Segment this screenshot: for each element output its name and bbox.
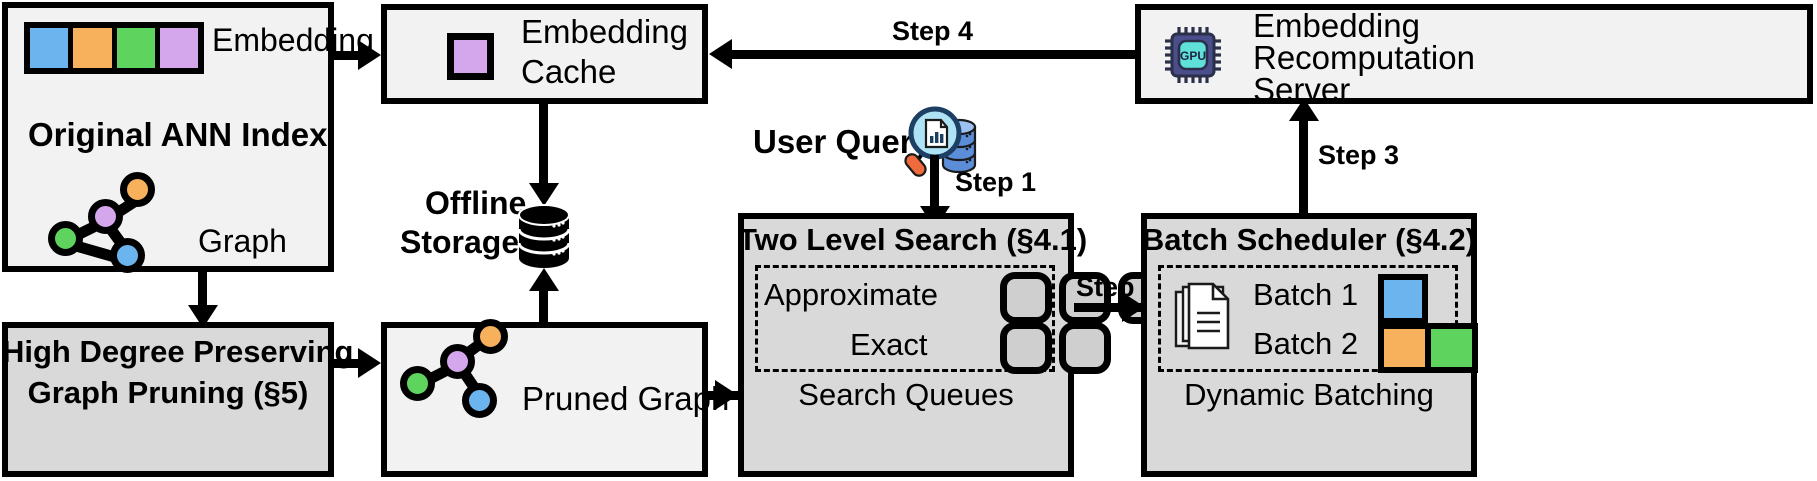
arrow-index-to-cache-line [334, 51, 366, 60]
two-level-search-title: Two Level Search (§4.1) [738, 222, 1088, 257]
arrow-cache-to-storage-head [529, 183, 559, 206]
search-row-label-approximate: Approximate [764, 277, 939, 312]
arrow-pruning-to-pruned-line [334, 359, 366, 368]
batch-swatch-orange [1378, 323, 1428, 373]
graph-pruning-title-line2: Graph Pruning (§5) [27, 375, 309, 410]
graph-node-orange [120, 172, 155, 207]
pruned-graph-box [381, 322, 708, 477]
search-row-cells-exact [1000, 322, 1111, 374]
embedding-swatch-orange [73, 28, 117, 68]
arrow-step4-head [709, 39, 732, 69]
original-ann-index-title: Original ANN Index [28, 116, 328, 153]
step4-label: Step 4 [892, 16, 974, 46]
graph-pruning-title-line1: High Degree Preserving [2, 334, 354, 369]
search-queues-caption: Search Queues [798, 377, 1014, 412]
queue-cell [1059, 322, 1111, 374]
batch-scheduler-title: Batch Scheduler (§4.2) [1141, 222, 1477, 257]
dynamic-batching-dashed-region [1158, 265, 1458, 372]
arrow-pruning-to-pruned-head [358, 348, 381, 378]
queue-cell [1000, 322, 1052, 374]
gpu-chip-icon-text: GPU [1180, 49, 1206, 63]
database-cylinder-icon [517, 204, 571, 268]
pruned-graph [381, 319, 708, 477]
step3-label: Step 3 [1318, 140, 1400, 170]
pruned-node-green [400, 366, 435, 401]
batch-swatch-blue [1378, 274, 1428, 324]
embedding-cache-title-line2: Cache [521, 53, 617, 90]
search-queues-dashed-region [755, 265, 1055, 372]
graph-node-blue [110, 238, 145, 273]
arrow-pruned-to-storage-line [539, 288, 548, 326]
pruned-node-orange [473, 319, 508, 354]
graph-pruning-box [2, 322, 334, 477]
batch-1-label: Batch 1 [1253, 277, 1359, 312]
embedding-cache-swatch-icon [447, 33, 494, 80]
arrow-pruned-to-storage-head [529, 268, 559, 291]
original-graph [0, 0, 334, 273]
dynamic-batching-caption: Dynamic Batching [1184, 377, 1434, 412]
recomputation-server-line2: Recomputation [1253, 39, 1475, 76]
graph-label: Graph [198, 223, 287, 259]
graph-node-green [48, 221, 83, 256]
arrow-step1-line [930, 155, 939, 210]
batch-2-swatches [1378, 323, 1478, 373]
embedding-swatch-blue [30, 28, 74, 68]
documents-stack-icon [1174, 282, 1230, 350]
pruned-graph-label: Pruned Graph [522, 380, 730, 417]
magnifier-database-icon [904, 106, 977, 177]
embedding-swatch-purple [159, 28, 198, 68]
pruned-node-blue [462, 383, 497, 418]
pruned-node-purple [440, 344, 475, 379]
queue-cell [1000, 272, 1052, 324]
search-row-label-exact: Exact [850, 327, 928, 362]
offline-storage-label-line2: Storage [400, 224, 520, 260]
graph-node-purple [88, 199, 123, 234]
arrow-index-to-pruning-line [198, 272, 207, 308]
arrow-step2-line [1074, 303, 1146, 312]
embedding-swatch-strip [24, 22, 204, 74]
step1-label: Step 1 [955, 167, 1037, 197]
embedding-swatch-green [116, 28, 160, 68]
batch-2-label: Batch 2 [1253, 326, 1359, 361]
arrow-step2-head [1122, 292, 1145, 322]
offline-storage-label-line1: Offline [425, 185, 527, 221]
arrow-index-to-cache-head [358, 40, 381, 70]
arrow-pruned-to-search-head [715, 380, 738, 410]
arrow-step4-line [732, 50, 1135, 59]
gpu-chip-icon: GPU [1165, 27, 1221, 83]
arrow-cache-to-storage-line [539, 104, 548, 186]
recomputation-server-line1: Embedding [1253, 7, 1420, 44]
embedding-cache-box [381, 4, 708, 104]
queue-cell [1059, 272, 1111, 324]
batch-1-swatches [1378, 274, 1428, 324]
batch-swatch-green [1428, 323, 1478, 373]
recomputation-server-line3: Server [1253, 71, 1351, 108]
embedding-cache-title-line1: Embedding [521, 13, 688, 50]
recomputation-server-box [1135, 4, 1813, 104]
arrow-step3-line [1299, 118, 1308, 213]
user-query-label: User Query [753, 123, 931, 160]
